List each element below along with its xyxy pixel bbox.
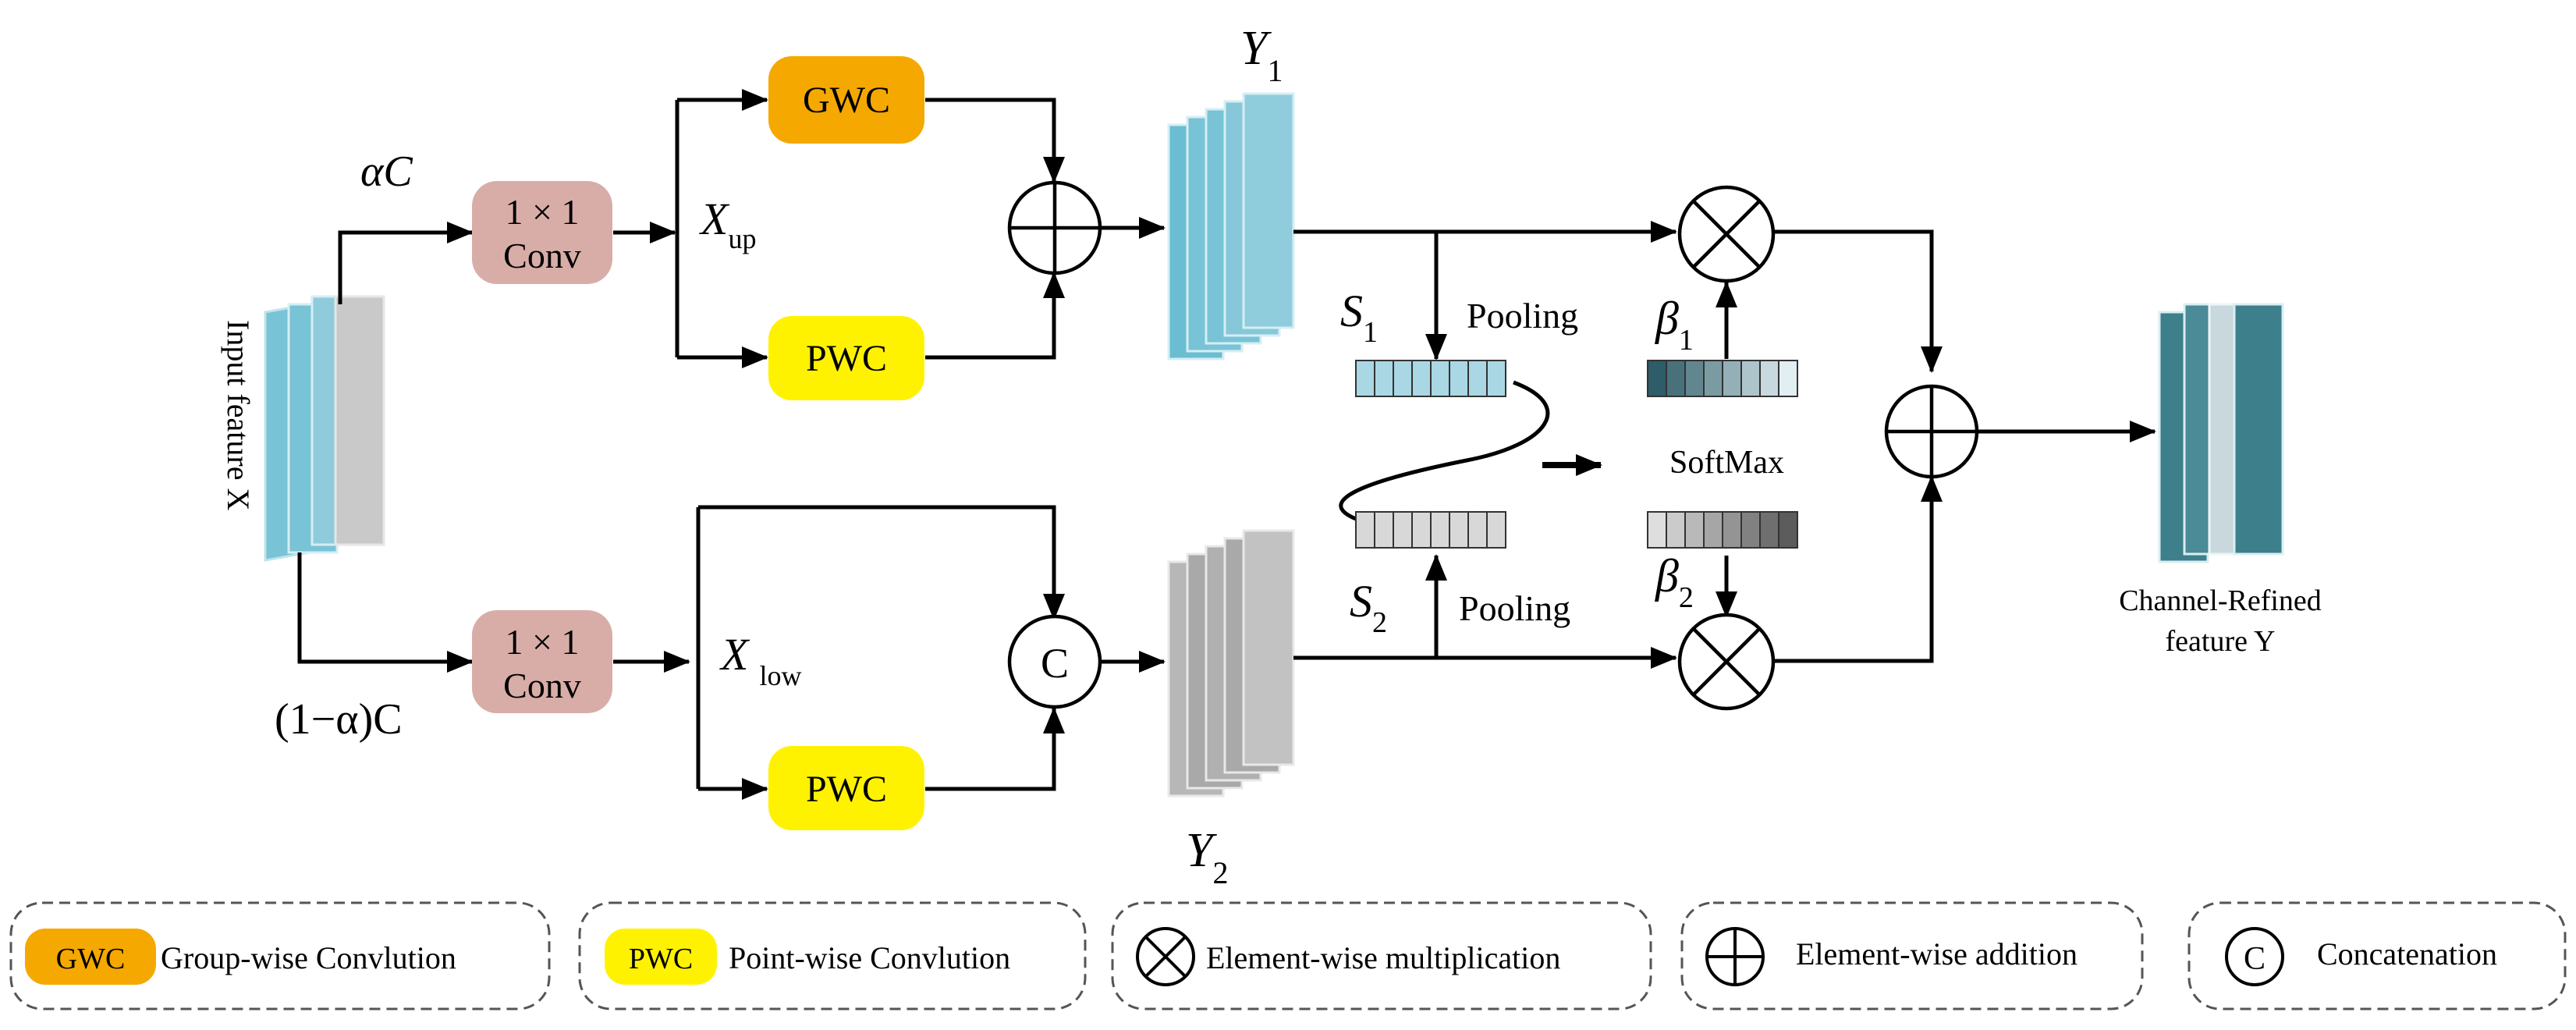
beta1-label: β1 — [1655, 293, 1694, 357]
vector-cell — [1684, 360, 1705, 397]
conv-upper-block: 1 × 1 Conv — [472, 181, 612, 284]
legend: GWC Group-wise Convlution PWC Point-wise… — [9, 901, 2567, 1010]
output-feature-stack — [2158, 303, 2284, 563]
legend-gwc-badge: GWC — [56, 943, 126, 975]
vector-cell — [1374, 511, 1394, 549]
y1-feature-stack — [1167, 92, 1295, 360]
y2-label: Y2 — [1186, 824, 1228, 890]
beta2-label: β2 — [1655, 550, 1694, 614]
legend-concat-badge: C — [2244, 941, 2266, 977]
input-feature-label: Input feature X — [221, 320, 256, 510]
pooling-upper-label: Pooling — [1467, 296, 1578, 336]
ratio-up-label: αC — [360, 147, 413, 196]
vector-cell — [1486, 360, 1506, 397]
legend-add-text: Element-wise addition — [1796, 936, 2077, 971]
vector-cell — [1355, 511, 1375, 549]
vector-cell — [1486, 511, 1506, 549]
x-up-label: Xup — [699, 194, 756, 254]
pwc-lower-label: PWC — [806, 769, 887, 810]
conv-upper-line1: 1 × 1 — [506, 192, 580, 232]
legend-pwc-badge: PWC — [629, 943, 693, 975]
legend-gwc-text: Group-wise Convlution — [161, 940, 456, 975]
vector-cell — [1449, 360, 1469, 397]
vector-cell — [1703, 360, 1723, 397]
legend-concat-text: Concatenation — [2317, 936, 2497, 971]
s2-label: S2 — [1350, 576, 1387, 639]
vector-cell — [1759, 360, 1779, 397]
s1-label: S1 — [1340, 286, 1378, 349]
pwc-upper-label: PWC — [806, 338, 887, 379]
s2-vector-bar — [1355, 511, 1506, 549]
beta1-vector-bar — [1647, 360, 1798, 397]
mult-upper-op — [1677, 185, 1776, 283]
add-final-op — [1884, 384, 1979, 479]
output-label-line2: feature Y — [2166, 625, 2276, 658]
legend-pwc: PWC Point-wise Convlution — [578, 901, 1087, 1010]
vector-cell — [1740, 360, 1761, 397]
vector-cell — [1430, 511, 1450, 549]
vector-cell — [1449, 511, 1469, 549]
vector-cell — [1778, 511, 1798, 549]
conv-lower-block: 1 × 1 Conv — [472, 610, 612, 713]
pwc-upper-block: PWC — [768, 316, 924, 400]
legend-mult-text: Element-wise multiplication — [1206, 940, 1560, 975]
softmax-label: SoftMax — [1669, 445, 1784, 481]
legend-add: Element-wise addition — [1680, 901, 2144, 1010]
vector-cell — [1430, 360, 1450, 397]
vector-cell — [1647, 360, 1667, 397]
concat-symbol: C — [1041, 640, 1069, 687]
vector-cell — [1374, 360, 1394, 397]
vector-cell — [1684, 511, 1705, 549]
vector-cell — [1703, 511, 1723, 549]
legend-concat: C Concatenation — [2187, 901, 2567, 1010]
conv-upper-line2: Conv — [503, 236, 581, 275]
vector-cell — [1740, 511, 1761, 549]
vector-cell — [1467, 360, 1488, 397]
vector-cell — [1722, 511, 1742, 549]
legend-mult: Element-wise multiplication — [1111, 901, 1652, 1010]
vector-cell — [1759, 511, 1779, 549]
conv-lower-line2: Conv — [503, 666, 581, 705]
vector-cell — [1722, 360, 1742, 397]
gwc-label: GWC — [803, 80, 890, 121]
concat-op: C — [1007, 614, 1102, 709]
vector-cell — [1778, 360, 1798, 397]
vector-cell — [1666, 511, 1686, 549]
vector-cell — [1411, 511, 1432, 549]
beta2-vector-bar — [1647, 511, 1798, 549]
mult-lower-op — [1677, 613, 1776, 711]
y1-label: Y1 — [1240, 22, 1283, 88]
vector-cell — [1393, 360, 1413, 397]
vector-cell — [1467, 511, 1488, 549]
conv-lower-line1: 1 × 1 — [506, 622, 580, 662]
legend-pwc-text: Point-wise Convlution — [729, 940, 1010, 975]
gwc-block: GWC — [768, 56, 924, 144]
output-label-line1: Channel-Refined — [2119, 584, 2322, 617]
input-feature-stack — [264, 295, 385, 562]
y2-feature-stack — [1167, 529, 1295, 797]
vector-cell — [1393, 511, 1413, 549]
vector-cell — [1647, 511, 1667, 549]
pooling-lower-label: Pooling — [1459, 588, 1570, 628]
pwc-lower-block: PWC — [768, 746, 924, 830]
vector-cell — [1411, 360, 1432, 397]
add-upper-op — [1007, 180, 1102, 275]
ratio-low-label: (1−α)C — [275, 695, 403, 744]
vector-cell — [1666, 360, 1686, 397]
vector-cell — [1355, 360, 1375, 397]
legend-gwc: GWC Group-wise Convlution — [9, 901, 551, 1010]
s1-vector-bar — [1355, 360, 1506, 397]
